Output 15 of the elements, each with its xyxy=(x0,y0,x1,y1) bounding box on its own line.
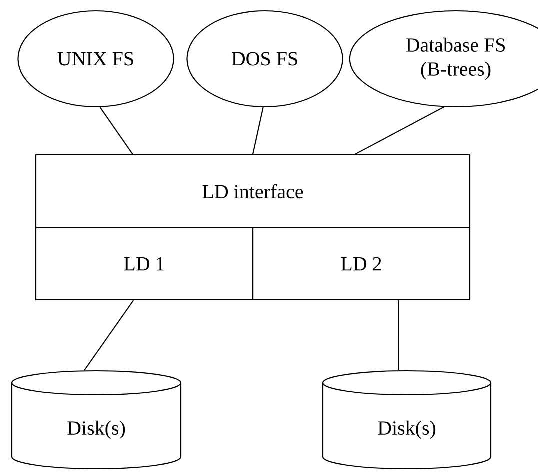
node-label: Disk(s) xyxy=(68,420,126,440)
file-system-bubble: UNIX FS xyxy=(18,10,174,108)
connector-line xyxy=(252,107,264,155)
connector-line xyxy=(355,106,444,155)
disk-cylinder: Disk(s) xyxy=(322,370,492,470)
file-system-bubble: DOS FS xyxy=(186,10,344,108)
connector-line xyxy=(398,300,400,370)
driver-box: LD 1 xyxy=(35,227,254,301)
driver-box: LD 2 xyxy=(252,227,471,301)
file-system-bubble: Database FS (B-trees) xyxy=(349,10,538,108)
interface-box: LD interface xyxy=(35,154,471,229)
disk-cylinder: Disk(s) xyxy=(11,370,182,470)
node-label: Disk(s) xyxy=(378,420,436,440)
connector-line xyxy=(84,300,134,371)
connector-line xyxy=(100,107,134,155)
